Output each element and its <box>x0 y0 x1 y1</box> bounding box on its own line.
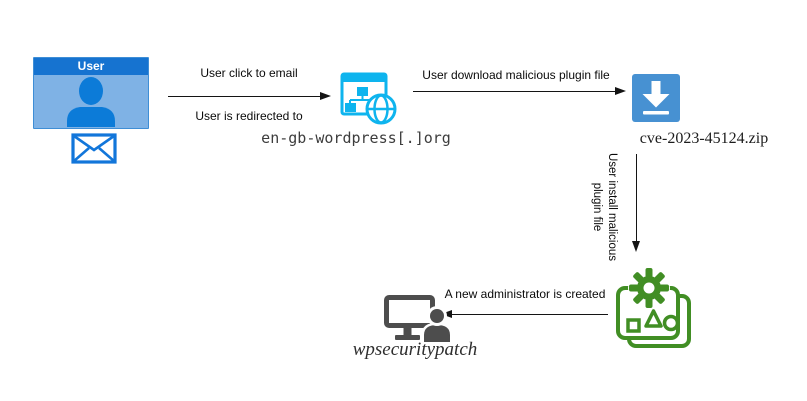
user-card-body <box>34 75 148 127</box>
person-icon <box>67 77 115 127</box>
computer-user-icon <box>384 295 452 342</box>
plugin-file-name: cve-2023-45124.zip <box>639 130 769 147</box>
arrow-label-click-email: User click to email <box>200 66 298 80</box>
arrow-plugin-to-admin <box>441 309 608 318</box>
plugin-gear-icon <box>616 267 691 348</box>
arrow-label-redirected: User is redirected to <box>195 109 303 123</box>
download-icon <box>632 74 680 122</box>
attacker-username: wpsecuritypatch <box>352 339 478 360</box>
arrow-site-to-download <box>413 86 626 95</box>
arrow-user-to-site <box>168 91 331 100</box>
envelope-icon <box>71 133 117 164</box>
arrow-label-admin-created: A new administrator is created <box>444 287 606 301</box>
malicious-site-domain: en-gb-wordpress[.]org <box>261 129 451 147</box>
user-card: User <box>33 57 149 129</box>
arrow-label-download: User download malicious plugin file <box>422 68 610 82</box>
website-sitemap-icon <box>340 72 397 125</box>
download-arrow-glyph <box>642 81 670 115</box>
arrow-label-install: User install malicious plugin file <box>591 152 618 261</box>
user-card-title: User <box>34 58 148 75</box>
arrow-download-to-plugin <box>631 154 640 252</box>
